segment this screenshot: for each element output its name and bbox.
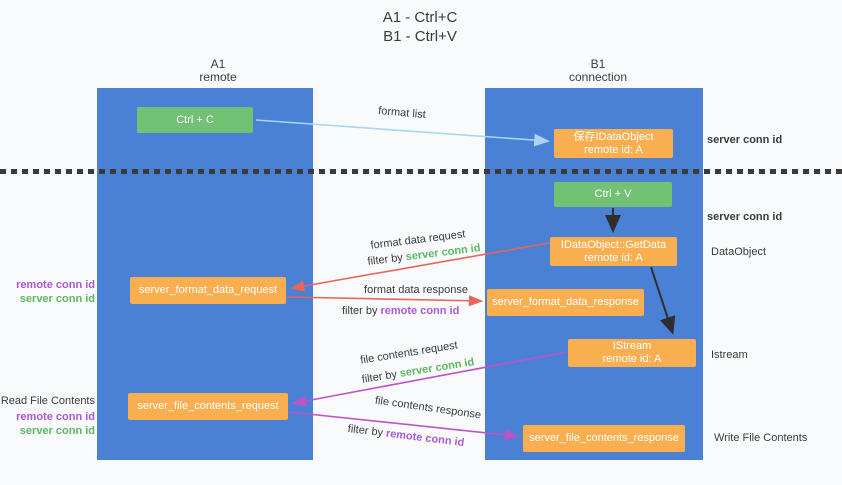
node-save-idataobject: 保存IDataObject remote id: A bbox=[554, 129, 673, 158]
node-ctrl-v-label: Ctrl + V bbox=[594, 188, 632, 200]
node-server-format-data-response-label: server_format_data_response bbox=[492, 296, 639, 308]
node-server-file-contents-response: server_file_contents_response bbox=[523, 425, 685, 452]
remote-conn-id-text: remote conn id bbox=[385, 427, 465, 450]
node-server-file-contents-request-label: server_file_contents_request bbox=[137, 400, 279, 412]
arrow-format-data-response bbox=[286, 295, 484, 307]
server-conn-id-label: server conn id bbox=[19, 425, 95, 437]
diagram-title: A1 - Ctrl+C B1 - Ctrl+V bbox=[300, 8, 540, 46]
remote-conn-id-label: remote conn id bbox=[16, 411, 95, 423]
node-idataobject-getdata-line2: remote id: A bbox=[584, 251, 643, 264]
left-conn-id-pair-format: remote conn id server conn id bbox=[0, 278, 95, 306]
node-istream: IStream remote id: A bbox=[568, 339, 696, 367]
label-dataobject: DataObject bbox=[711, 246, 767, 258]
filter-by-text: filter by bbox=[366, 251, 404, 268]
label-file-contents-response: file contents response bbox=[374, 394, 482, 422]
server-conn-id-text: server conn id bbox=[398, 356, 476, 380]
column-header-a1: A1 remote bbox=[158, 58, 278, 84]
node-server-file-contents-response-label: server_file_contents_response bbox=[529, 432, 679, 444]
node-istream-line1: IStream bbox=[612, 340, 652, 352]
node-ctrl-v: Ctrl + V bbox=[554, 182, 672, 207]
right-server-conn-id-2: server conn id bbox=[707, 211, 783, 223]
node-idataobject-getdata-line1: IDataObject::GetData bbox=[560, 238, 667, 251]
title-line-b1: B1 - Ctrl+V bbox=[383, 28, 457, 45]
dotted-divider-line bbox=[0, 169, 842, 174]
node-ctrl-c: Ctrl + C bbox=[137, 107, 253, 133]
node-server-format-data-request-label: server_format_data_request bbox=[138, 284, 278, 296]
label-write-file-contents: Write File Contents bbox=[714, 432, 808, 444]
node-idataobject-getdata: IDataObject::GetData remote id: A bbox=[550, 237, 677, 266]
label-read-file-contents: Read File Contents bbox=[0, 395, 95, 407]
filter-by-text: filter by bbox=[342, 305, 378, 317]
left-conn-id-pair-file: remote conn id server conn id bbox=[0, 410, 95, 438]
right-server-conn-id-1: server conn id bbox=[707, 134, 783, 146]
column-header-b1: B1 connection bbox=[538, 58, 658, 84]
remote-conn-id-text: remote conn id bbox=[380, 305, 460, 317]
column-a1-name: A1 bbox=[210, 57, 226, 71]
label-istream: Istream bbox=[711, 349, 748, 361]
node-save-idataobject-line1: 保存IDataObject bbox=[573, 130, 654, 143]
node-istream-line2: remote id: A bbox=[602, 353, 662, 365]
node-save-idataobject-line2: remote id: A bbox=[584, 143, 643, 156]
filter-by-text: filter by bbox=[360, 368, 398, 386]
node-ctrl-c-label: Ctrl + C bbox=[176, 113, 214, 126]
server-conn-id-label: server conn id bbox=[19, 293, 95, 305]
filter-by-text: filter by bbox=[347, 422, 384, 440]
column-a1-role: remote bbox=[199, 70, 237, 84]
remote-conn-id-label: remote conn id bbox=[16, 279, 95, 291]
node-server-format-data-response: server_format_data_response bbox=[487, 289, 644, 316]
column-b1-name: B1 bbox=[590, 57, 606, 71]
title-line-a1: A1 - Ctrl+C bbox=[382, 9, 458, 26]
column-b1-role: connection bbox=[568, 70, 628, 84]
node-server-format-data-request: server_format_data_request bbox=[130, 277, 286, 304]
label-format-data-response: format data response bbox=[364, 284, 468, 296]
label-format-list: format list bbox=[377, 104, 427, 122]
node-server-file-contents-request: server_file_contents_request bbox=[128, 393, 288, 420]
